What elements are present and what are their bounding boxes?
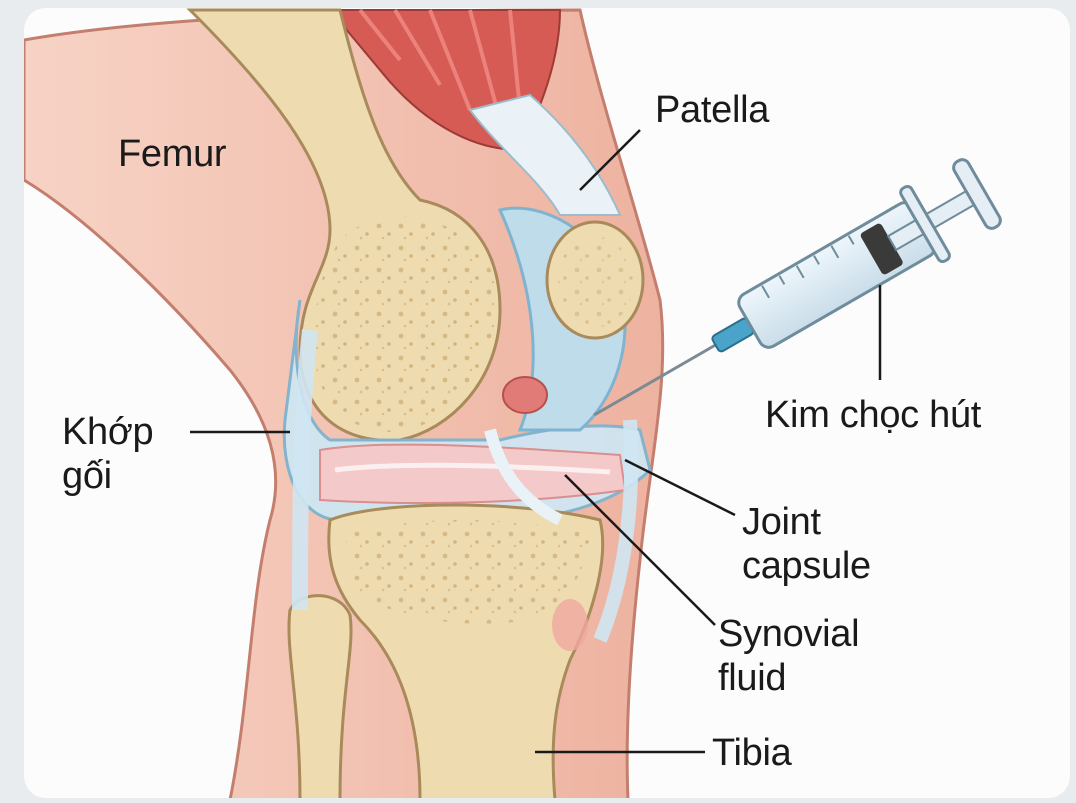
label-kim-choc-hut: Kim chọc hút [765,393,981,437]
fibula-bone [289,596,351,798]
label-femur: Femur [118,132,226,176]
label-tibia: Tibia [712,731,791,775]
synovial-fluid-area [320,445,625,503]
label-synovial-fluid: Synovial fluid [718,612,859,700]
label-patella: Patella [655,88,769,132]
label-khop-goi: Khớp gối [62,410,153,498]
label-joint-capsule: Joint capsule [742,500,871,588]
